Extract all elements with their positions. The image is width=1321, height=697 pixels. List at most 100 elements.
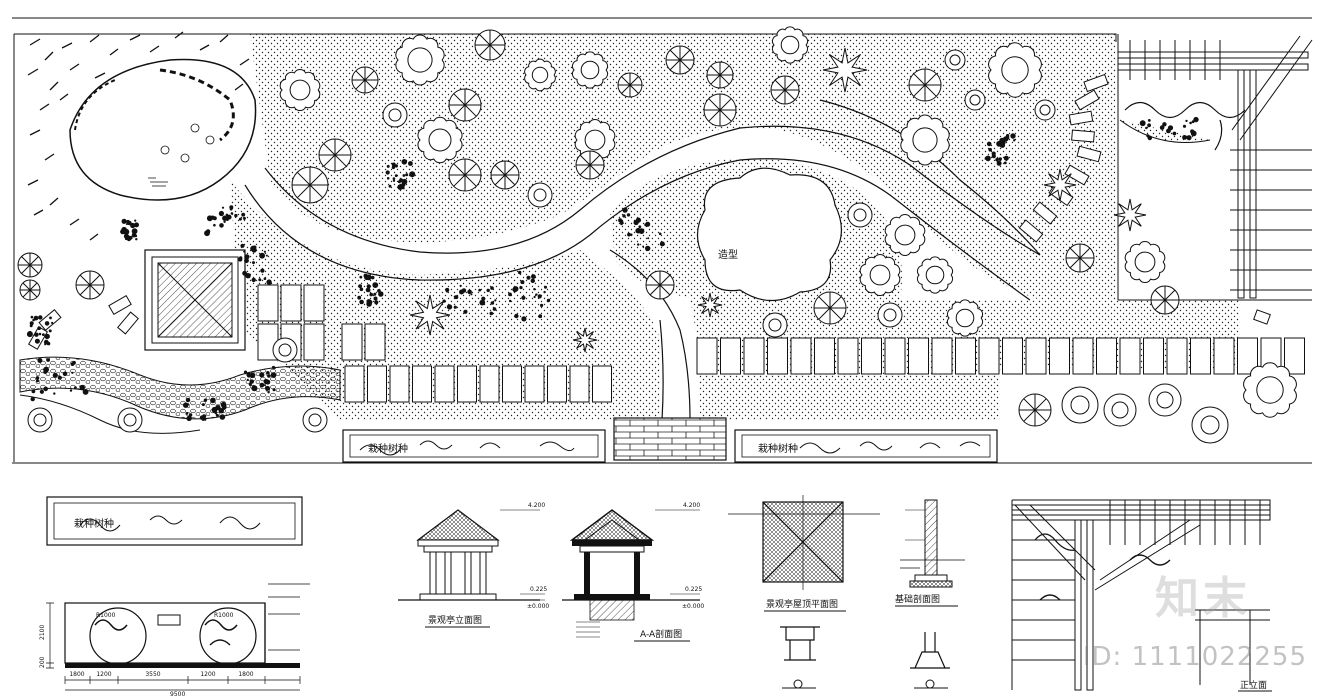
tree-symbol — [302, 407, 328, 433]
planter-box-left: 栽种树种 — [342, 429, 606, 463]
pavilion-plan — [144, 249, 246, 351]
shrub-cluster — [984, 133, 1016, 166]
tree-symbol — [665, 45, 695, 75]
foundation-title: 基础剖面图 — [895, 593, 940, 605]
tree-symbol — [964, 89, 986, 111]
planter-box-right: 栽种树种 — [734, 429, 998, 463]
paving-slab — [1143, 337, 1164, 375]
tree-symbol — [382, 102, 408, 128]
paving-slab — [884, 337, 906, 375]
shrub-cluster — [120, 218, 139, 242]
tree-symbol — [279, 69, 321, 111]
tree-symbol — [575, 150, 605, 180]
tree-symbol — [617, 72, 643, 98]
tree-symbol — [1243, 362, 1297, 418]
paving-slab — [931, 337, 953, 375]
tree-symbol — [988, 42, 1042, 98]
paving-slab — [1025, 337, 1047, 375]
wall-radius-right: R1000 — [214, 612, 234, 619]
paving-slab — [1166, 337, 1188, 375]
tree-symbol — [1113, 198, 1147, 232]
tree-symbol — [1061, 386, 1099, 424]
tree-symbol — [1043, 168, 1077, 202]
pav-elev-top: 4.200 — [528, 502, 545, 509]
tree-symbol — [527, 182, 553, 208]
tree-symbol — [900, 114, 950, 166]
paving-slab — [592, 365, 612, 403]
bamboo-grove — [27, 31, 250, 241]
tree-symbol — [1191, 406, 1229, 444]
wall-dim-total: 9500 — [170, 691, 185, 697]
paving-slab — [1237, 337, 1258, 375]
paving-slab — [547, 365, 567, 403]
tree-symbol — [19, 279, 41, 301]
paving-slab — [743, 337, 765, 375]
tree-symbol — [770, 75, 800, 105]
planter-detail: 栽种树种 — [46, 496, 303, 546]
paving-slab — [479, 365, 500, 403]
paving-slab — [502, 365, 522, 403]
tree-symbol — [916, 256, 954, 294]
brick-entrance — [613, 417, 727, 461]
pergola-title: 正立面 — [1240, 679, 1267, 691]
sec-elev-top: 4.200 — [683, 502, 700, 509]
paving-slab — [389, 365, 410, 403]
paving-slab — [434, 365, 455, 403]
shrub-cluster — [204, 205, 246, 237]
tree-symbol — [859, 254, 901, 296]
tree-symbol — [813, 291, 847, 325]
planter-detail-label: 栽种树种 — [74, 517, 114, 530]
tree-symbol — [571, 51, 609, 89]
paving-slab — [1049, 337, 1070, 375]
wall-dim-label: 1800 — [238, 671, 253, 678]
paving-slab — [412, 365, 432, 403]
shrub-cluster — [30, 358, 89, 402]
tree-symbol — [490, 160, 520, 190]
planter-label-right: 栽种树种 — [758, 442, 798, 455]
wall-dim-height: 2100 — [39, 625, 46, 640]
paving-slab — [457, 365, 477, 403]
watermark-id: ID: 1111022255 — [1082, 642, 1307, 672]
tree-symbol — [409, 294, 451, 336]
tree-symbol — [574, 119, 616, 161]
tree-symbol — [884, 214, 926, 256]
tree-symbol — [944, 49, 966, 71]
sec-elev-ground: ±0.000 — [682, 603, 704, 610]
roof-plan: 景观亭屋顶平面图 — [728, 495, 880, 689]
paving-slabs-row-left — [344, 365, 612, 403]
tree-symbol — [572, 327, 598, 353]
tree-symbol — [318, 138, 352, 172]
sec-elev-mid: 0.225 — [685, 586, 702, 593]
tree-symbol — [908, 68, 942, 102]
paving-slab — [814, 337, 835, 375]
wall-dim-label: 1200 — [200, 671, 215, 678]
paving-slab — [1213, 337, 1235, 375]
paving-slab — [908, 337, 929, 375]
shrub-cluster — [1139, 116, 1199, 141]
paving-slab — [696, 337, 718, 375]
tree-symbol — [448, 158, 482, 192]
tree-symbol — [291, 166, 329, 204]
tree-symbol — [75, 270, 105, 300]
pebble-stream — [19, 356, 341, 420]
tree-symbol — [847, 202, 873, 228]
pavilion-elevation-title: 景观亭立面图 — [428, 614, 482, 626]
shrub-cluster — [183, 397, 227, 422]
tree-symbol — [762, 312, 788, 338]
pergola-elevation: 正立面 — [1011, 499, 1272, 692]
watermark-logo: 知末 — [1155, 573, 1251, 624]
tree-symbol — [1124, 241, 1166, 283]
tree-symbol — [822, 47, 868, 93]
pav-elev-ground: ±0.000 — [527, 603, 549, 610]
wall-dim-label: 3550 — [145, 671, 160, 678]
garden-master-plan: 栽种树种 栽种树种 — [12, 17, 1313, 464]
paving-slab — [978, 337, 1000, 375]
paving-slab — [720, 337, 741, 375]
tree-symbol — [1150, 285, 1180, 315]
tree-symbol — [474, 29, 506, 61]
paving-slab — [955, 337, 976, 375]
tree-symbol — [117, 407, 143, 433]
tree-symbol — [771, 26, 809, 64]
